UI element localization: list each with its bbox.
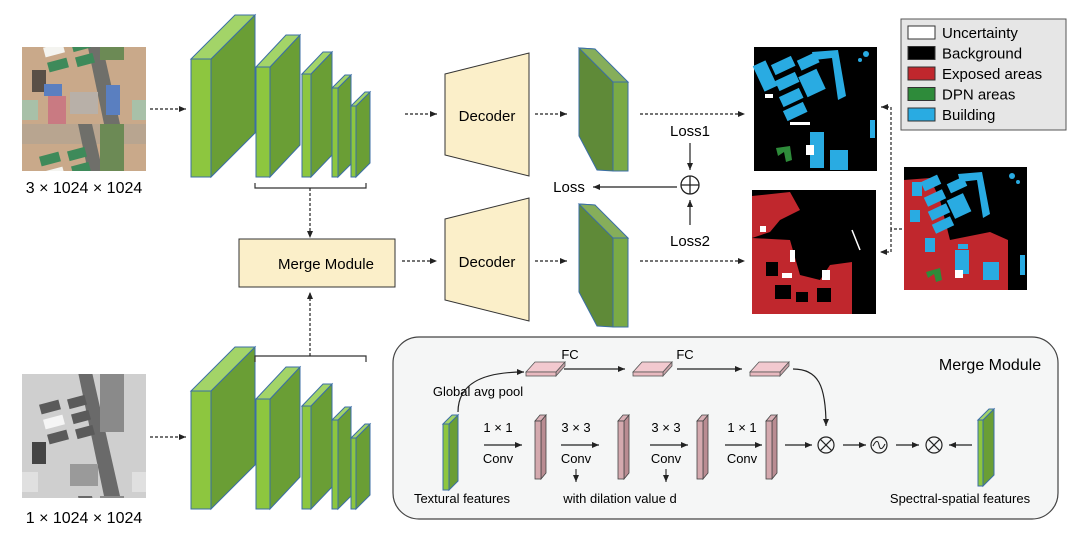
pooled-vector-1 (525, 360, 566, 378)
fc2-label: FC (676, 347, 693, 362)
encoder-stage-2 (254, 33, 302, 179)
encoder-stage-1 (189, 13, 257, 179)
encoder-stage-1 (189, 345, 257, 511)
rgb-input-label: 3 × 1024 × 1024 (26, 180, 143, 197)
pooled-vector-2 (632, 360, 673, 378)
conv-output-3 (696, 413, 709, 481)
decoder-bottom-label: Decoder (459, 254, 516, 271)
decoder-bottom: Decoder (444, 197, 530, 322)
legend-label: Uncertainty (942, 25, 1018, 42)
decoder-top-label: Decoder (459, 108, 516, 125)
total-loss-label: Loss (553, 179, 585, 196)
output-slab (577, 47, 630, 172)
output-feature-top (577, 47, 630, 172)
global-avg-pool-label: Global avg pool (433, 384, 523, 399)
legend-swatch (907, 25, 936, 40)
global-pool-arrow (457, 369, 525, 413)
dilation-note: with dilation value d (562, 491, 676, 506)
multiply-operator-2 (925, 436, 943, 454)
loss1-label: Loss1 (670, 123, 710, 140)
conv1-type-label: Conv (483, 451, 514, 466)
encoder-stage-5 (349, 90, 372, 179)
textural-features-slab (441, 413, 460, 492)
gt-to-top-map-arrow (881, 104, 902, 230)
rgb-encoder (189, 13, 372, 179)
rgb-input-image (22, 47, 146, 171)
conv-output-2 (617, 413, 630, 481)
textural-features-label: Textural features (414, 491, 511, 506)
encoder-stage-2 (254, 365, 302, 511)
grayscale-input-image (22, 374, 146, 498)
multiply-operator-1 (817, 436, 835, 454)
output-feature-bottom (577, 203, 630, 328)
merge-module-detail-panel: Merge Module (392, 336, 1059, 520)
encoder-stage-5 (349, 422, 372, 511)
spectral-features-label: Spectral-spatial features (890, 491, 1031, 506)
gray-encoder (189, 345, 372, 511)
encoder-stage-4 (330, 405, 353, 511)
encoder-stage-4 (330, 73, 353, 179)
sigmoid-operator (870, 436, 888, 454)
conv4-type-label: Conv (727, 451, 758, 466)
merge-module-label: Merge Module (278, 256, 374, 273)
conv-output-1 (534, 413, 547, 481)
bottom-encoder-bracket (254, 355, 367, 362)
conv2-type-label: Conv (561, 451, 592, 466)
conv1-kernel-label: 1 × 1 (483, 420, 512, 435)
fc1-label: FC (561, 347, 578, 362)
prediction-map-bottom (752, 190, 876, 314)
conv3-kernel-label: 3 × 3 (651, 420, 680, 435)
decoder-top: Decoder (444, 52, 530, 177)
pooled-vector-3 (749, 360, 790, 378)
legend-label: Background (942, 46, 1022, 63)
conv4-kernel-label: 1 × 1 (727, 420, 756, 435)
conv-feature-maps (534, 413, 778, 481)
fc-to-multiply-arrow (792, 368, 829, 427)
gray-input-label: 1 × 1024 × 1024 (26, 510, 143, 527)
encoder-stage-3 (300, 50, 334, 179)
legend-item: Background (907, 46, 1022, 63)
legend-item: Exposed areas (907, 66, 1042, 83)
pooled-vectors (525, 360, 790, 378)
prediction-map-top (752, 47, 877, 171)
merge-module-block: Merge Module (238, 238, 396, 288)
legend-item: Uncertainty (907, 25, 1018, 42)
legend-item: DPN areas (907, 87, 1015, 104)
legend-swatch (907, 107, 936, 122)
legend-label: DPN areas (942, 87, 1015, 104)
spectral-slab (976, 407, 996, 488)
legend-label: Building (942, 107, 995, 124)
conv3-type-label: Conv (651, 451, 682, 466)
conv2-kernel-label: 3 × 3 (561, 420, 590, 435)
gt-to-bottom-map-arrow (880, 229, 892, 255)
top-encoder-bracket (254, 183, 367, 189)
merge-detail-title: Merge Module (939, 357, 1041, 374)
encoder-stage-3 (300, 382, 334, 511)
legend-swatch (907, 66, 936, 81)
sum-operator (680, 175, 700, 195)
ground-truth-map (904, 167, 1027, 290)
legend-item: Building (907, 107, 995, 124)
legend-swatch (907, 46, 936, 60)
spectral-spatial-features-slab (976, 407, 996, 488)
output-slab (577, 203, 630, 328)
legend-label: Exposed areas (942, 66, 1042, 83)
conv-output-4 (765, 413, 778, 481)
textural-slab (441, 413, 460, 492)
loss2-label: Loss2 (670, 233, 710, 250)
legend-swatch (907, 87, 936, 101)
